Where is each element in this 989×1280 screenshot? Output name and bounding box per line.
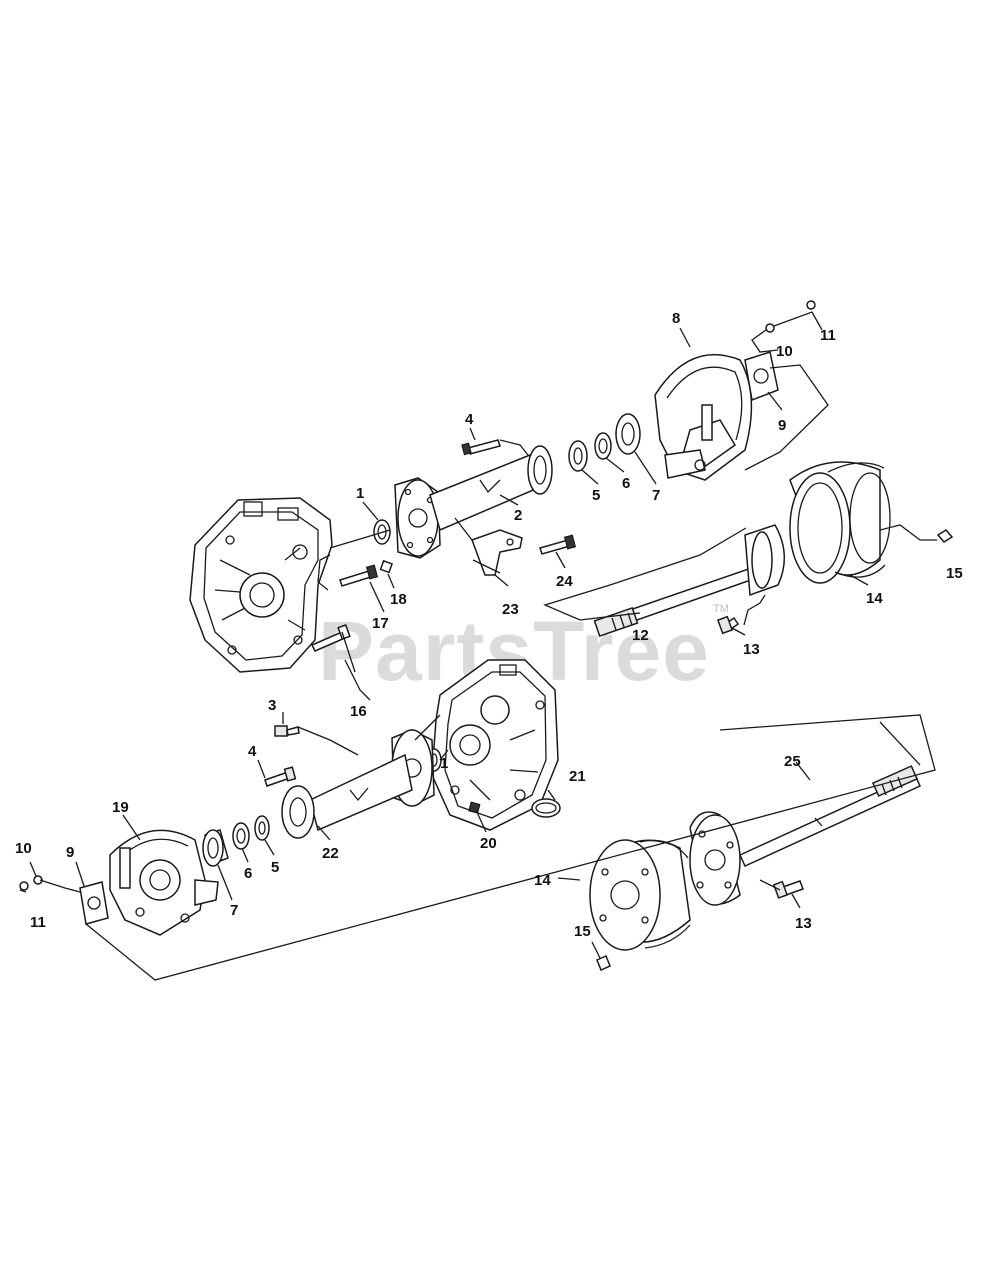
callout-9-lower: 9 [66, 844, 74, 861]
callout-10-lower: 10 [15, 840, 32, 857]
bolt-part-3 [274, 725, 300, 737]
bolt-part-16 [310, 624, 351, 652]
callout-7-upper: 7 [652, 487, 660, 504]
callout-4-upper: 4 [465, 411, 474, 428]
callouts-lower: 1 3 4 5 6 7 9 10 11 13 14 15 19 20 21 22… [15, 697, 812, 940]
callout-15-upper: 15 [946, 565, 963, 582]
callout-5-upper: 5 [592, 487, 600, 504]
callout-9-upper: 9 [778, 417, 786, 434]
plug-part-20 [468, 801, 481, 814]
callout-13-lower: 13 [795, 915, 812, 932]
axle-shaft-part-25 [689, 765, 921, 906]
callout-14-lower: 14 [534, 872, 551, 889]
transaxle-housing-left [189, 497, 333, 673]
brake-plate-part-9-upper [744, 351, 779, 402]
callout-8: 8 [672, 310, 680, 327]
callout-14-upper: 14 [866, 590, 883, 607]
callout-17: 17 [372, 615, 389, 632]
callout-16: 16 [350, 703, 367, 720]
axle-tube-part-22 [281, 729, 435, 839]
callout-20: 20 [480, 835, 497, 852]
callout-19: 19 [112, 799, 129, 816]
wheel-bolt-part-13-upper [716, 615, 740, 635]
callout-2: 2 [514, 507, 522, 524]
callout-21: 21 [569, 768, 586, 785]
washer-nut-lower [19, 875, 43, 891]
bearing-set-lower [202, 815, 270, 867]
callout-10-upper: 10 [776, 343, 793, 360]
callout-18: 18 [390, 591, 407, 608]
callout-11-upper: 11 [820, 327, 836, 344]
callout-22: 22 [322, 845, 339, 862]
callout-5-lower: 5 [271, 859, 279, 876]
bearing-set-upper [568, 413, 641, 472]
bolt-part-17 [339, 564, 379, 587]
callout-24: 24 [556, 573, 573, 590]
callout-4-lower: 4 [248, 743, 257, 760]
callout-25: 25 [784, 753, 801, 770]
brake-assembly-part-19 [109, 829, 219, 936]
bolt-part-4-lower [264, 766, 297, 787]
brake-assembly-part-8 [654, 353, 753, 481]
callout-23: 23 [502, 601, 519, 618]
o-ring-part-21 [531, 798, 561, 818]
wheel-bolt-part-13-lower [772, 880, 804, 899]
brake-drum-part-14-lower [589, 839, 691, 951]
callout-3: 3 [268, 697, 276, 714]
callout-1-upper: 1 [356, 485, 364, 502]
washer-nut-upper [765, 300, 816, 333]
leader-lines [19, 311, 937, 981]
bracket-part-23 [471, 529, 523, 576]
callout-7-lower: 7 [230, 902, 238, 919]
watermark-trademark: TM [713, 603, 729, 615]
axle-tube-part-2 [394, 445, 553, 559]
callouts-upper: 1 2 4 5 6 7 8 9 10 11 12 13 14 15 16 17 … [350, 310, 963, 720]
callout-1-lower: 1 [440, 755, 448, 772]
bolt-part-4-upper [461, 439, 501, 456]
callout-6-lower: 6 [244, 865, 252, 882]
callout-13-upper: 13 [743, 641, 760, 658]
callout-12: 12 [632, 627, 649, 644]
callout-6-upper: 6 [622, 475, 630, 492]
bolt-part-24 [539, 534, 577, 555]
brake-plate-part-9-lower [79, 881, 109, 925]
nut-part-15-upper [936, 529, 954, 543]
nut-part-18 [379, 559, 394, 574]
brake-drum-part-14-upper [789, 461, 891, 584]
callout-11-lower: 11 [30, 914, 46, 931]
nut-part-15-lower [596, 954, 611, 972]
transaxle-housing-right [431, 659, 559, 831]
callout-15-lower: 15 [574, 923, 591, 940]
